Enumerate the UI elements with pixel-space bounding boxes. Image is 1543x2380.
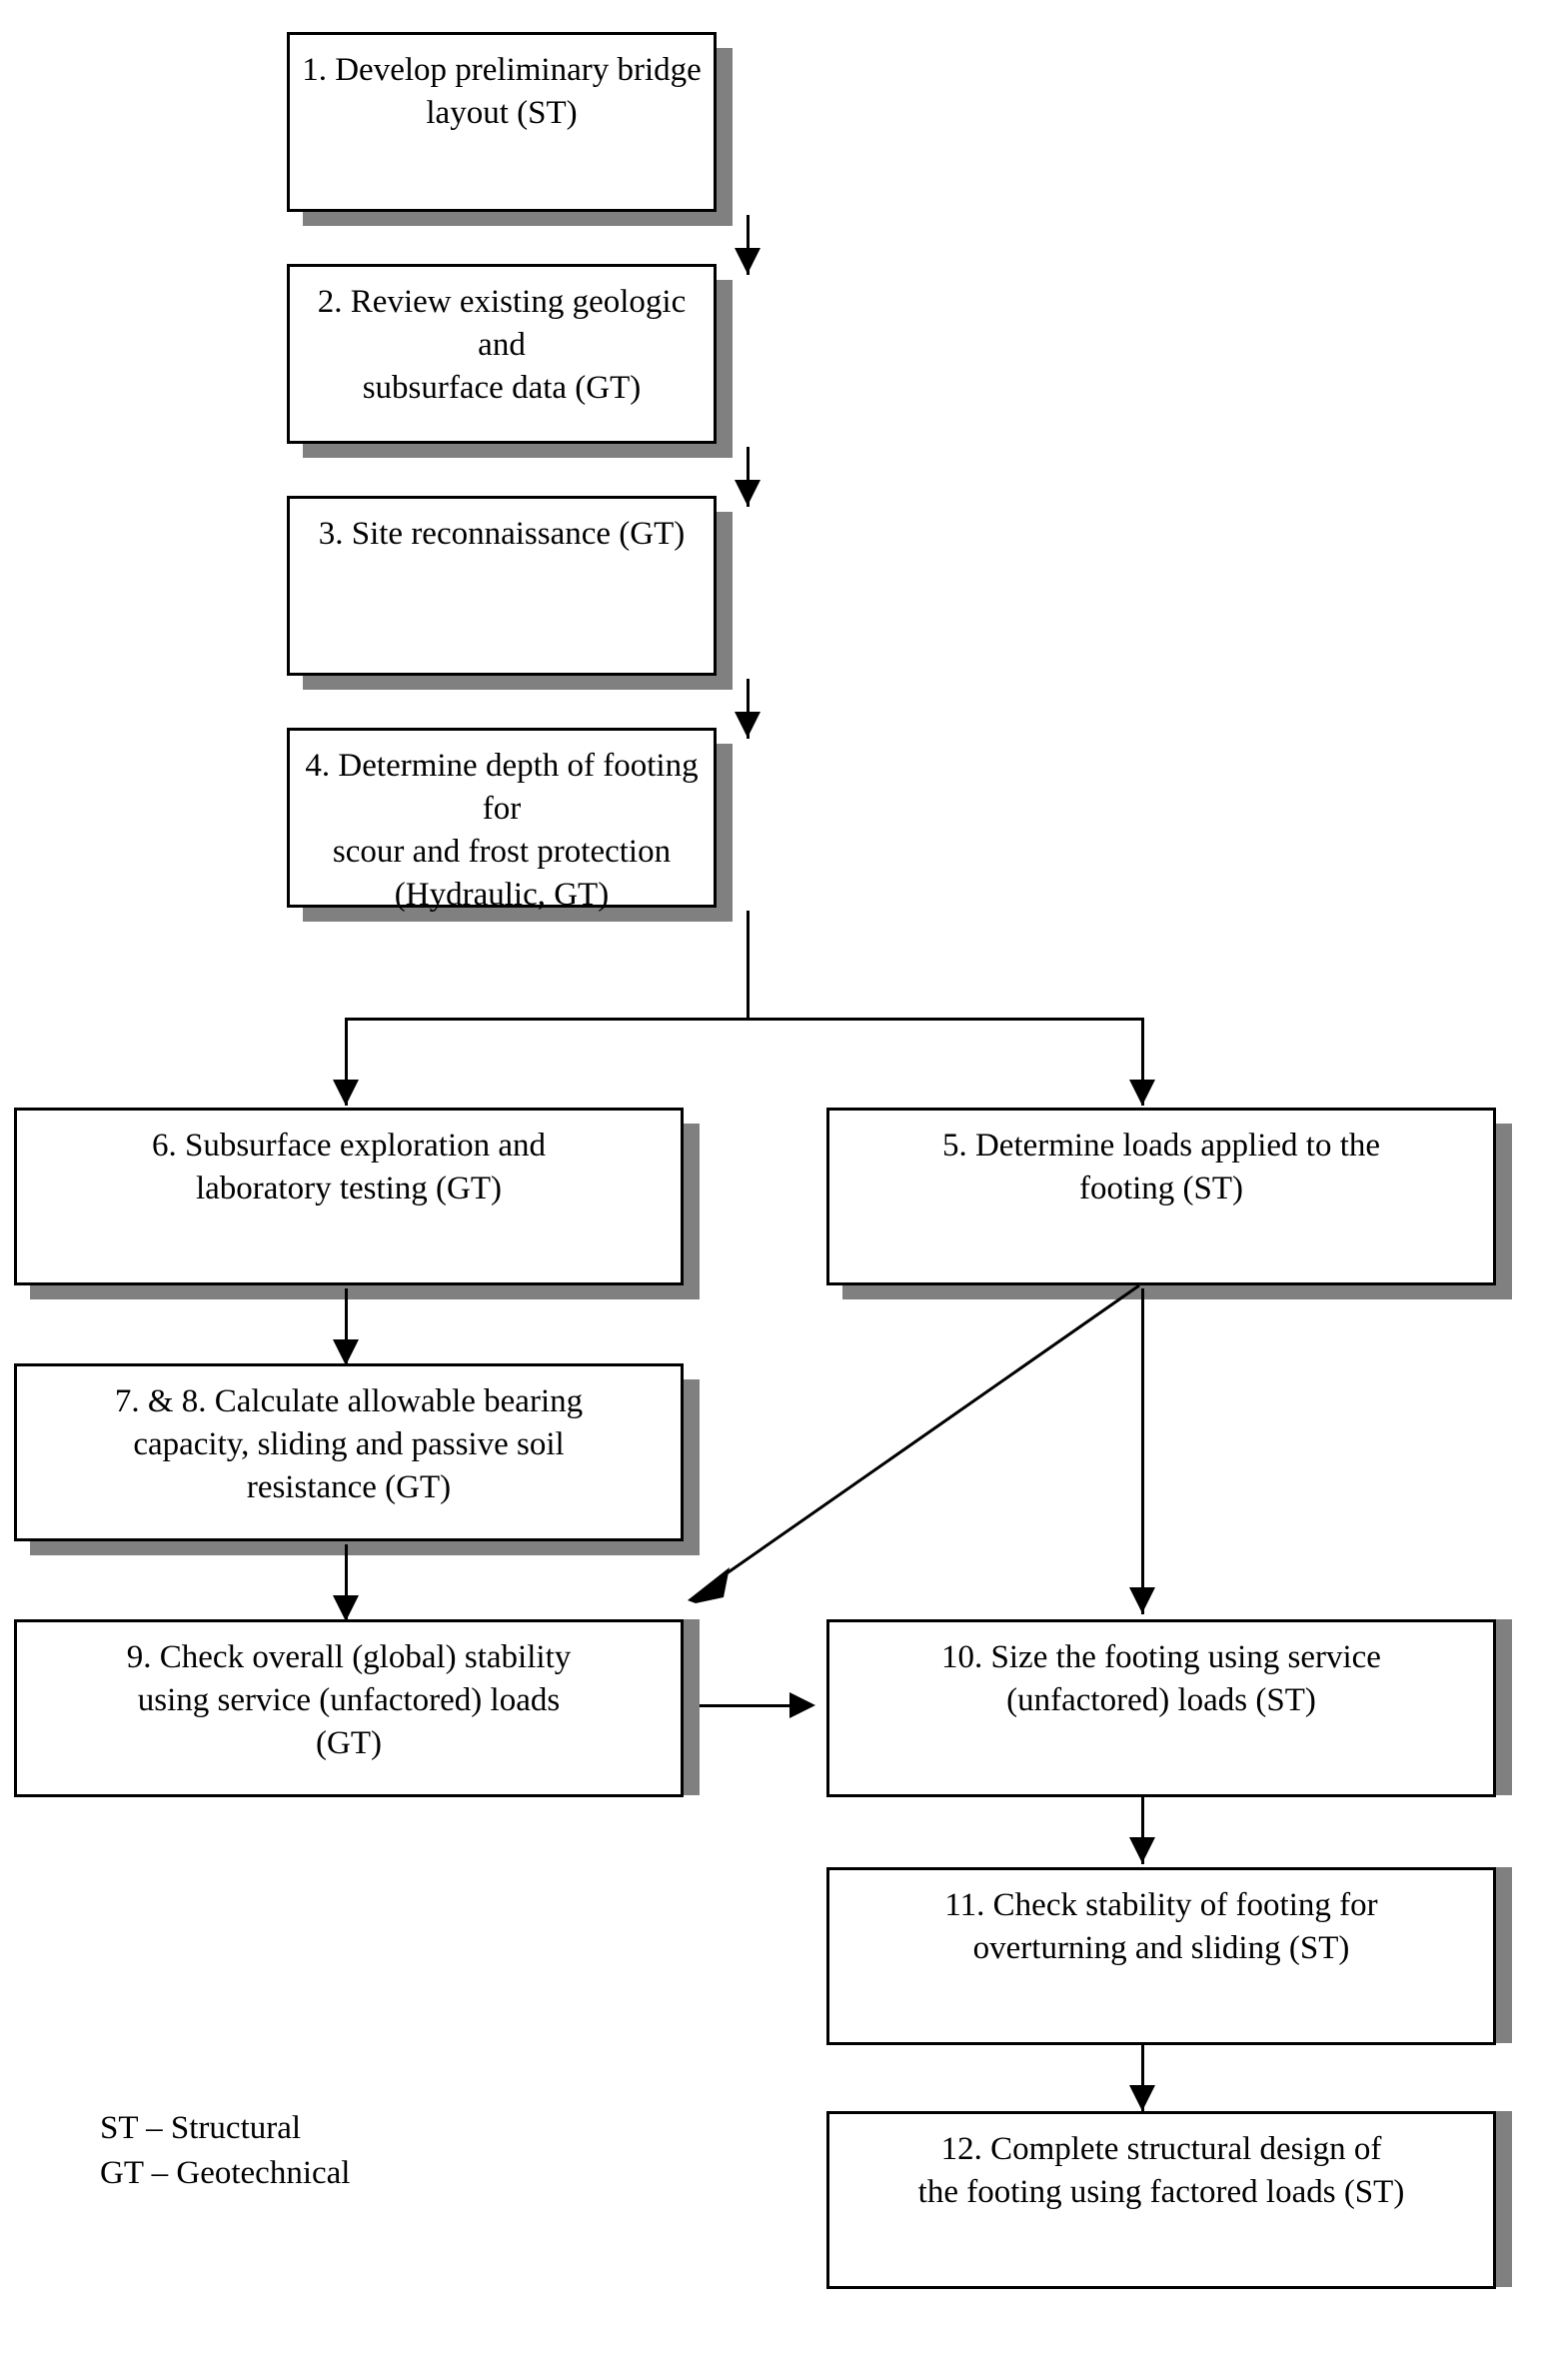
edge-6-to-78-arrowhead bbox=[333, 1339, 359, 1365]
edge-9-to-10-arrowhead bbox=[789, 1692, 815, 1718]
node-11-check-stability-of-footing[interactable]: 11. Check stability of footing for overt… bbox=[826, 1867, 1496, 2045]
node-1-label: 1. Develop preliminary bridge layout (ST… bbox=[302, 52, 702, 131]
node-7-8-calculate-allowable-bearing-capacity[interactable]: 7. & 8. Calculate allowable bearing capa… bbox=[14, 1363, 684, 1541]
edge-3-to-4-line bbox=[747, 679, 750, 739]
node-9-label: 9. Check overall (global) stability usin… bbox=[126, 1639, 572, 1761]
node-9-check-overall-global-stability[interactable]: 9. Check overall (global) stability usin… bbox=[14, 1619, 684, 1797]
edge-2-to-3-arrowhead bbox=[735, 480, 761, 506]
node-5-label: 5. Determine loads applied to the footin… bbox=[941, 1128, 1381, 1206]
edge-4-to-6-line bbox=[345, 1018, 348, 1106]
edge-4-split-stem bbox=[747, 911, 750, 1021]
node-4-label: 4. Determine depth of footing for scour … bbox=[305, 748, 699, 913]
node-2-review-existing-geologic-and-subsurface-data[interactable]: 2. Review existing geologic and subsurfa… bbox=[287, 264, 717, 444]
edge-1-to-2-line bbox=[747, 215, 750, 275]
node-1-develop-preliminary-bridge-layout[interactable]: 1. Develop preliminary bridge layout (ST… bbox=[287, 32, 717, 212]
node-5-determine-loads-applied-to-the-footing[interactable]: 5. Determine loads applied to the footin… bbox=[826, 1108, 1496, 1285]
edge-1-to-2-arrowhead bbox=[735, 248, 761, 274]
edge-10-to-11-arrowhead bbox=[1129, 1837, 1155, 1863]
edge-10-to-11-line bbox=[1141, 1784, 1144, 1864]
edge-5-to-10-arrowhead bbox=[1129, 1587, 1155, 1613]
node-12-complete-structural-design-of-the-footing[interactable]: 12. Complete structural design of the fo… bbox=[826, 2111, 1496, 2289]
node-6-subsurface-exploration-and-laboratory-testing[interactable]: 6. Subsurface exploration and laboratory… bbox=[14, 1108, 684, 1285]
edge-78-to-9-arrowhead bbox=[333, 1595, 359, 1621]
edge-4-to-5-line bbox=[1141, 1018, 1144, 1106]
node-7-8-label: 7. & 8. Calculate allowable bearing capa… bbox=[114, 1383, 584, 1505]
edge-11-to-12-line bbox=[1141, 2032, 1144, 2112]
edge-9-to-10-line bbox=[700, 1704, 799, 1707]
node-3-label: 3. Site reconnaissance (GT) bbox=[318, 516, 686, 552]
node-2-label: 2. Review existing geologic and subsurfa… bbox=[317, 284, 687, 406]
edge-78-to-9-line bbox=[345, 1544, 348, 1620]
node-4-determine-depth-of-footing[interactable]: 4. Determine depth of footing for scour … bbox=[287, 728, 717, 913]
edge-2-to-3-line bbox=[747, 447, 750, 507]
edge-4-to-5-arrowhead bbox=[1129, 1080, 1155, 1106]
node-10-label: 10. Size the footing using service (unfa… bbox=[941, 1639, 1381, 1718]
edge-4-split-bus bbox=[345, 1018, 1144, 1021]
edge-5-to-10-line bbox=[1141, 1288, 1144, 1614]
edge-11-to-12-arrowhead bbox=[1129, 2085, 1155, 2111]
node-6-label: 6. Subsurface exploration and laboratory… bbox=[151, 1128, 547, 1206]
edge-4-to-6-arrowhead bbox=[333, 1080, 359, 1106]
node-12-label: 12. Complete structural design of the fo… bbox=[917, 2131, 1405, 2210]
node-10-size-the-footing-using-service-loads[interactable]: 10. Size the footing using service (unfa… bbox=[826, 1619, 1496, 1797]
edge-6-to-78-line bbox=[345, 1288, 348, 1364]
node-11-label: 11. Check stability of footing for overt… bbox=[944, 1887, 1378, 1966]
edge-3-to-4-arrowhead bbox=[735, 712, 761, 738]
node-3-site-reconnaissance[interactable]: 3. Site reconnaissance (GT) bbox=[287, 496, 717, 676]
legend: ST – Structural GT – Geotechnical bbox=[100, 2110, 351, 2191]
